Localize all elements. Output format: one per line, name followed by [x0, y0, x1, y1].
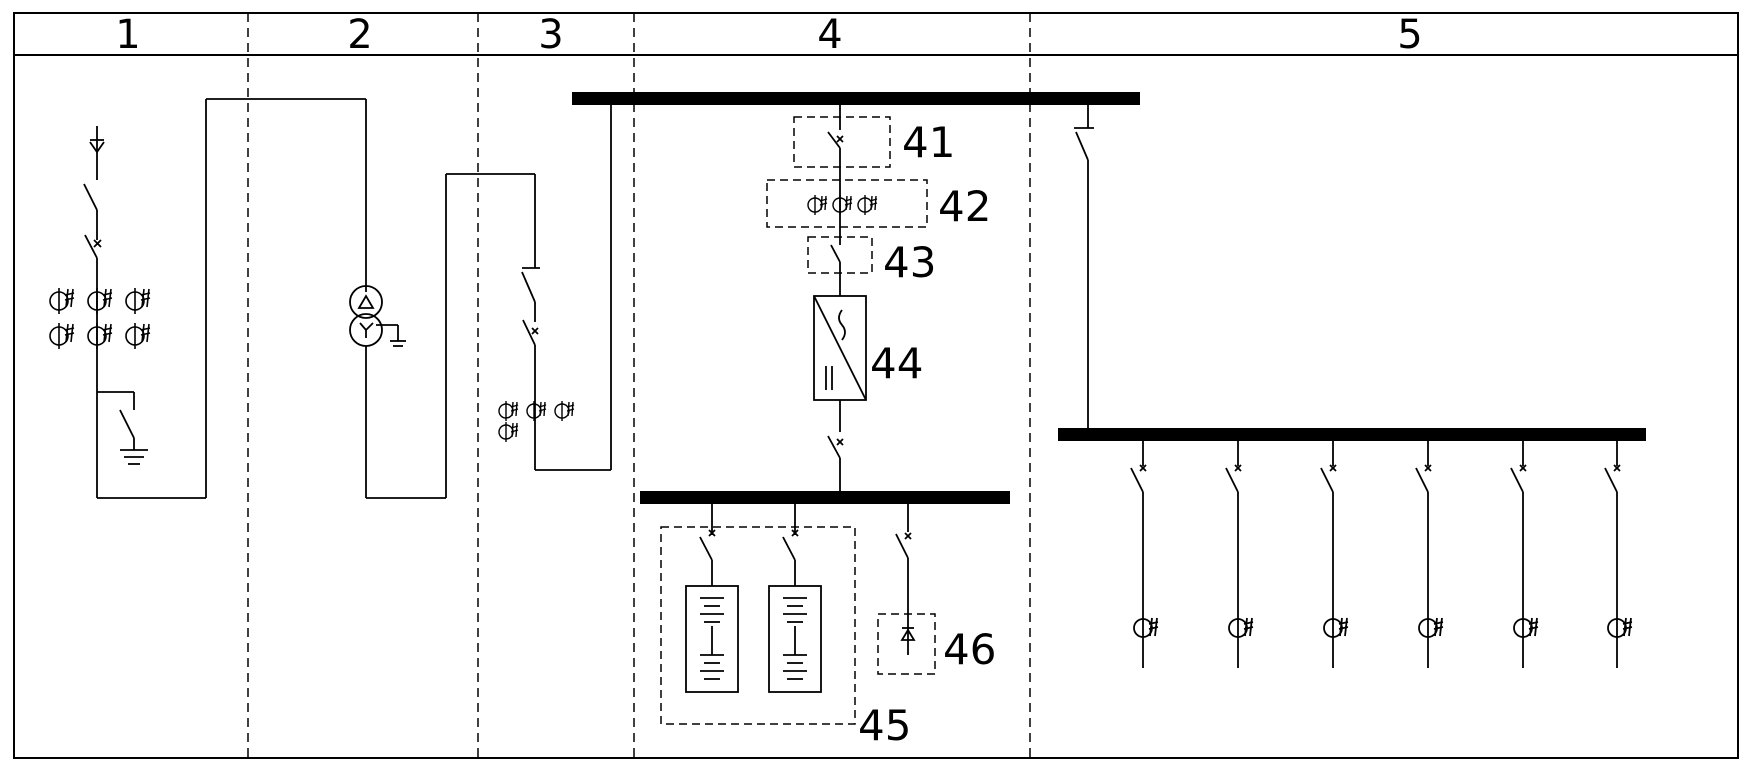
outgoing-feeder-4	[1416, 441, 1443, 668]
callout-46: 46	[943, 625, 996, 674]
callout-44: 44	[870, 339, 923, 388]
dc-busbar	[640, 491, 1010, 504]
section-5-feeder	[1074, 105, 1094, 428]
distribution-busbar	[1058, 428, 1646, 441]
section-label-5: 5	[1397, 12, 1422, 58]
callout-42: 42	[938, 182, 991, 231]
current-transformer-group-42	[808, 195, 877, 215]
storage-branch	[814, 105, 866, 491]
current-transformer-group-3	[499, 401, 574, 442]
outgoing-feeder-5	[1511, 441, 1538, 668]
section-label-1: 1	[115, 12, 140, 58]
section-label-2: 2	[347, 12, 372, 58]
outgoing-feeder-6	[1605, 441, 1632, 668]
battery-branches	[686, 504, 914, 692]
current-transformer-group-1	[50, 288, 150, 349]
section-label-4: 4	[817, 12, 842, 58]
callout-45: 45	[858, 701, 911, 750]
callout-boxes	[661, 117, 935, 724]
outgoing-feeder-1	[1131, 441, 1158, 668]
callout-41: 41	[902, 118, 955, 167]
main-busbar	[572, 92, 1140, 105]
callout-43: 43	[883, 238, 936, 287]
outgoing-feeder-3	[1321, 441, 1348, 668]
transformer-icon	[350, 174, 535, 498]
section-label-3: 3	[538, 12, 563, 58]
outgoing-feeders	[1131, 441, 1632, 668]
outgoing-feeder-2	[1226, 441, 1253, 668]
section-3-feeder	[522, 100, 611, 470]
